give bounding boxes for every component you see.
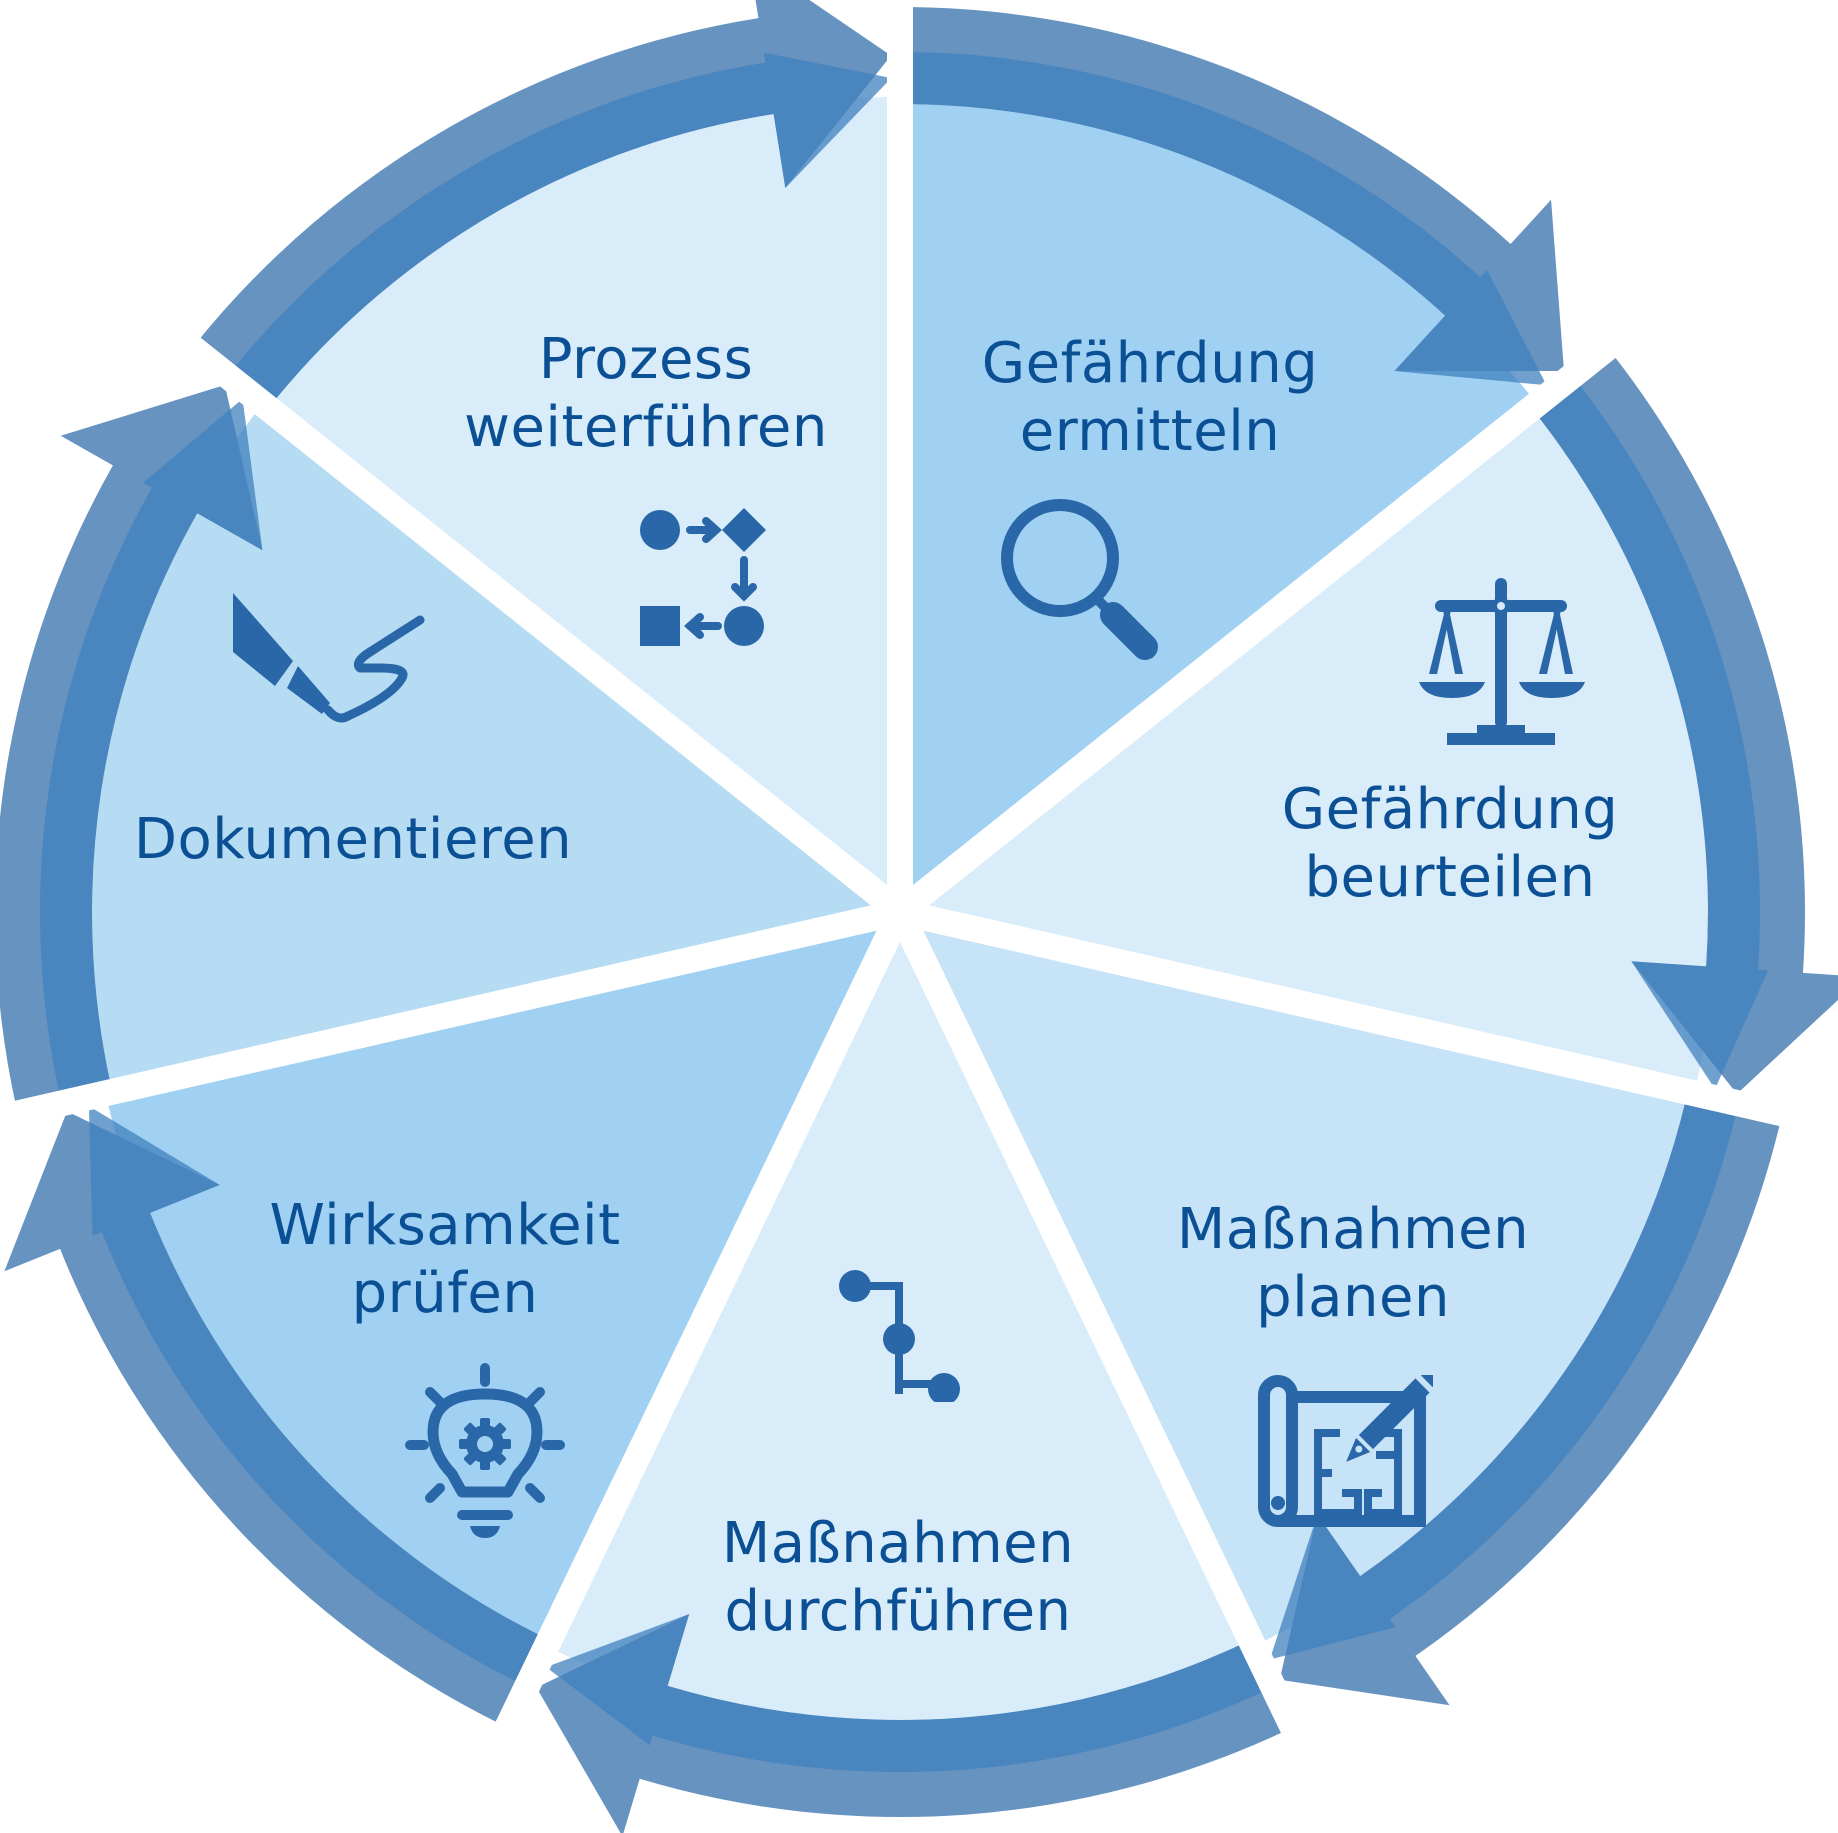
cycle-arrow — [1536, 382, 1769, 1090]
cycle-arrow — [1269, 1100, 1737, 1660]
label-line-1: Gefährdung — [981, 331, 1319, 396]
segment-gefaehrdung-beurteilen — [900, 403, 1716, 1094]
lightbulb-gear-icon — [405, 1363, 565, 1538]
magnifier-icon — [1001, 499, 1158, 660]
label-line-1: Wirksamkeit — [269, 1193, 621, 1258]
segment-label-prozess-weiterfuehren: Prozess weiterführen — [464, 326, 828, 462]
segment-label-dokumentieren: Dokumentieren — [134, 806, 572, 874]
segment-label-wirksamkeit-pruefen: Wirksamkeit prüfen — [269, 1192, 620, 1328]
cycle-arrow — [88, 1106, 542, 1683]
label-line-1: Maßnahmen — [1176, 1197, 1530, 1262]
cycle-arrow — [546, 1614, 1266, 1773]
segment-divider — [478, 906, 912, 1770]
label-line-2: durchführen — [724, 1579, 1072, 1644]
segment-label-gefaehrdung-ermitteln: Gefährdung ermitteln — [982, 330, 1319, 466]
segment-divider — [891, 312, 1647, 923]
label-line-2: planen — [1256, 1265, 1450, 1330]
cycle-arrow — [908, 52, 1547, 386]
segment-divider — [888, 906, 1322, 1770]
segment-dividers — [0, 0, 1821, 1763]
segment-gefaehrdung-ermitteln — [900, 97, 1538, 912]
segment-divider — [897, 899, 1825, 1135]
cycle-arrow — [40, 398, 263, 1095]
step-path-icon — [839, 1270, 960, 1402]
label-line-2: prüfen — [351, 1261, 539, 1326]
segment-label-massnahmen-durchfuehren: Maßnahmen durchführen — [722, 1510, 1074, 1646]
cycle-arrow — [233, 52, 892, 402]
label-line-2: beurteilen — [1304, 845, 1596, 910]
segment-divider — [0, 899, 903, 1131]
marker-signature-icon — [233, 593, 425, 723]
label-line-2: ermitteln — [1019, 399, 1281, 464]
segment-label-massnahmen-planen: Maßnahmen planen — [1177, 1196, 1529, 1332]
process-flow-icon — [640, 508, 766, 646]
blueprint-pencil-icon — [1258, 1375, 1433, 1527]
label-line-1: Maßnahmen — [721, 1511, 1075, 1576]
segment-dokumentieren — [84, 403, 900, 1094]
label-line-1: Dokumentieren — [133, 807, 573, 872]
label-line-2: weiterführen — [464, 395, 828, 460]
label-line-1: Gefährdung — [1281, 777, 1619, 842]
segment-divider — [153, 312, 909, 923]
segment-prozess-weiterfuehren — [262, 96, 900, 912]
segment-label-gefaehrdung-beurteilen: Gefährdung beurteilen — [1282, 776, 1619, 912]
scales-icon — [1419, 578, 1585, 745]
label-line-1: Prozess — [538, 327, 754, 392]
